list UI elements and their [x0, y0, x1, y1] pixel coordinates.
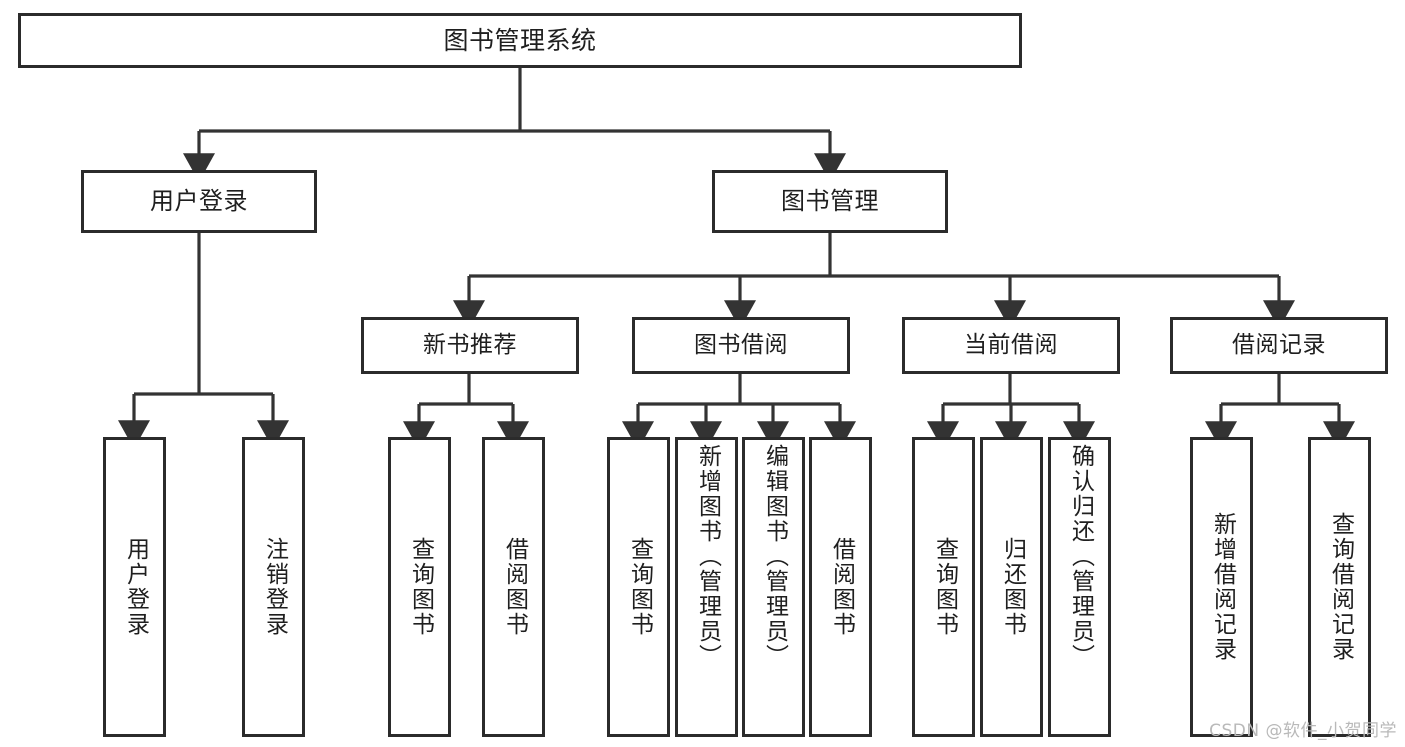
node-label: 用户登录: [150, 187, 248, 216]
node-leaf-logout[interactable]: 注销登录: [242, 437, 305, 737]
node-leaf-borrow-book-2[interactable]: 借阅图书: [809, 437, 872, 737]
node-label: 当前借阅: [964, 331, 1058, 358]
node-label: 查询图书: [626, 537, 653, 637]
csdn-watermark: CSDN @软件_小贺同学: [1209, 721, 1397, 741]
node-label: 新增图书（管理员）: [694, 444, 721, 669]
node-leaf-add-book-admin[interactable]: 新增图书（管理员）: [675, 437, 738, 737]
node-label: 借阅图书: [501, 537, 528, 637]
node-label: 新书推荐: [423, 331, 517, 358]
node-label: 用户登录: [122, 537, 149, 637]
node-label: 图书管理: [781, 187, 879, 216]
node-current-borrow[interactable]: 当前借阅: [902, 317, 1120, 374]
node-leaf-confirm-return[interactable]: 确认归还（管理员）: [1048, 437, 1111, 737]
node-label: 注销登录: [261, 537, 288, 637]
node-label: 图书管理系统: [443, 25, 597, 55]
node-leaf-edit-book-admin[interactable]: 编辑图书（管理员）: [742, 437, 805, 737]
node-label: 查询图书: [407, 537, 434, 637]
node-leaf-query-book-2[interactable]: 查询图书: [607, 437, 670, 737]
node-book-manage[interactable]: 图书管理: [712, 170, 948, 233]
node-system-root[interactable]: 图书管理系统: [18, 13, 1022, 68]
node-leaf-query-book-1[interactable]: 查询图书: [388, 437, 451, 737]
node-label: 编辑图书（管理员）: [761, 444, 788, 669]
node-borrow-record[interactable]: 借阅记录: [1170, 317, 1388, 374]
node-user-login[interactable]: 用户登录: [81, 170, 317, 233]
node-leaf-borrow-book-1[interactable]: 借阅图书: [482, 437, 545, 737]
node-leaf-user-login[interactable]: 用户登录: [103, 437, 166, 737]
node-label: 确认归还（管理员）: [1067, 444, 1094, 669]
node-label: 归还图书: [999, 537, 1026, 637]
node-label: 借阅记录: [1232, 331, 1326, 358]
node-book-borrow[interactable]: 图书借阅: [632, 317, 850, 374]
tree-connectors: [118, 68, 1355, 450]
node-label: 借阅图书: [828, 537, 855, 637]
node-label: 图书借阅: [694, 331, 788, 358]
node-leaf-query-book-3[interactable]: 查询图书: [912, 437, 975, 737]
node-leaf-query-record[interactable]: 查询借阅记录: [1308, 437, 1371, 737]
node-leaf-add-record[interactable]: 新增借阅记录: [1190, 437, 1253, 737]
node-new-book-recommend[interactable]: 新书推荐: [361, 317, 579, 374]
node-label: 查询图书: [931, 537, 958, 637]
node-leaf-return-book[interactable]: 归还图书: [980, 437, 1043, 737]
node-label: 新增借阅记录: [1209, 512, 1236, 662]
node-label: 查询借阅记录: [1327, 512, 1354, 662]
